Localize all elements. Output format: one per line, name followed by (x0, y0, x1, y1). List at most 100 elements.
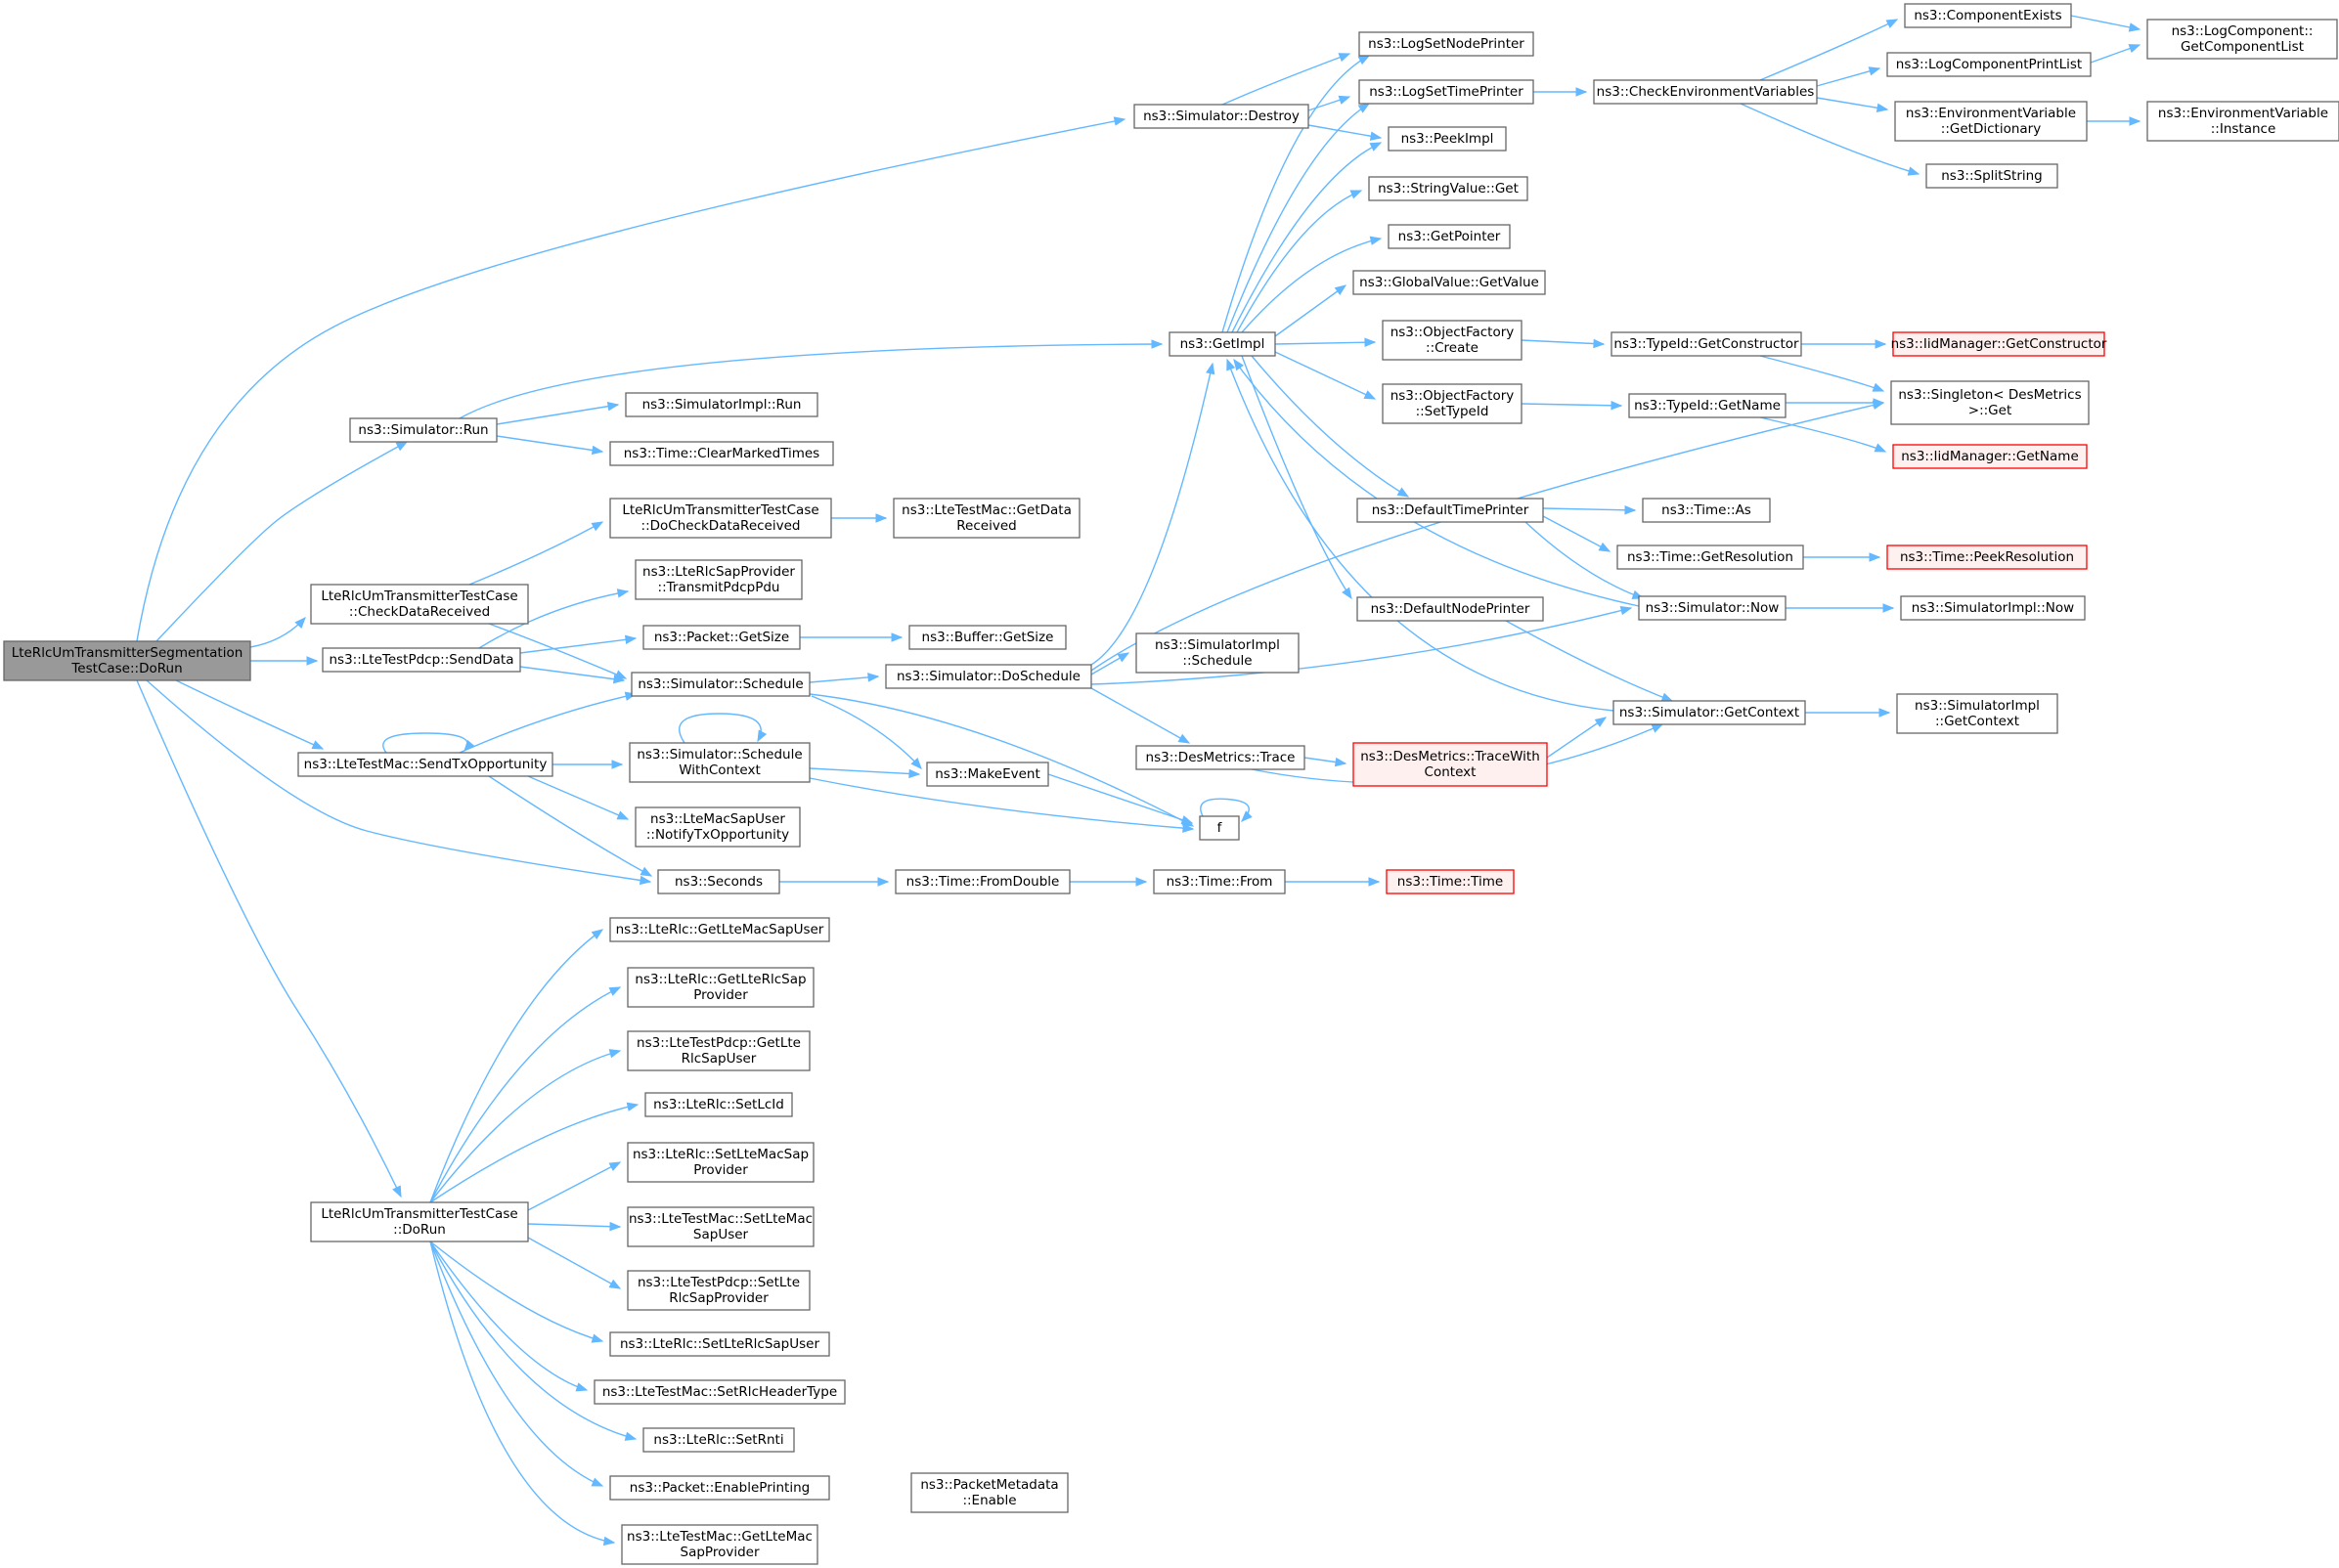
node-checkenv[interactable]: ns3::CheckEnvironmentVariables (1593, 79, 1818, 105)
node-setlcid-label: ns3::LteRlc::SetLcId (653, 1097, 784, 1112)
node-ofcreate[interactable]: ns3::ObjectFactory::Create (1382, 320, 1523, 361)
edge-senddata-to-schedule (519, 666, 626, 684)
node-peekimpl[interactable]: ns3::PeekImpl (1388, 126, 1507, 152)
node-notifytx[interactable]: ns3::LteMacSapUser::NotifyTxOpportunity (635, 806, 801, 848)
node-checkdata[interactable]: LteRlcUmTransmitterTestCase::CheckDataRe… (310, 584, 529, 625)
node-getlterlcsapprov-label: Provider (693, 987, 748, 1003)
node-envinstance-label: ::Instance (2211, 121, 2276, 137)
node-destroy[interactable]: ns3::Simulator::Destroy (1133, 104, 1309, 129)
node-dorun2[interactable]: LteRlcUmTransmitterTestCase::DoRun (310, 1201, 529, 1242)
node-ofcreate-label: ::Create (1426, 340, 1478, 356)
edge-seconds-to-fromdouble (779, 877, 890, 887)
node-clearmarked[interactable]: ns3::Time::ClearMarkedTimes (609, 441, 834, 466)
node-getlterlcsapuser-label: ns3::LteTestPdcp::GetLte (637, 1035, 801, 1051)
node-schedule-box (631, 672, 811, 697)
node-setrlcheader[interactable]: ns3::LteTestMac::SetRlcHeaderType (594, 1379, 846, 1405)
node-enableprinting[interactable]: ns3::Packet::EnablePrinting (609, 1475, 830, 1501)
node-compexists[interactable]: ns3::ComponentExists (1904, 3, 2072, 28)
node-getname[interactable]: ns3::TypeId::GetName (1628, 393, 1787, 418)
node-getcomplist[interactable]: ns3::LogComponent::GetComponentList (2146, 19, 2338, 60)
node-timefrom[interactable]: ns3::Time::From (1153, 869, 1286, 894)
node-getres[interactable]: ns3::Time::GetResolution (1616, 544, 1804, 570)
node-checkdata-box (310, 584, 529, 625)
node-timeas[interactable]: ns3::Time::As (1642, 498, 1771, 523)
node-makeevent[interactable]: ns3::MakeEvent (926, 762, 1049, 787)
node-getltemacsapuser[interactable]: ns3::LteRlc::GetLteMacSapUser (609, 917, 830, 942)
node-envgetdict[interactable]: ns3::EnvironmentVariable::GetDictionary (1894, 101, 2088, 142)
node-implrun[interactable]: ns3::SimulatorImpl::Run (625, 392, 818, 417)
edge-getctor-to-iidgetctor (1801, 339, 1887, 349)
node-getlterlcsapprov-label: ns3::LteRlc::GetLteRlcSap (635, 972, 806, 987)
node-sendtx[interactable]: ns3::LteTestMac::SendTxOpportunity (297, 752, 553, 777)
node-iidgetname-label: ns3::IidManager::GetName (1901, 449, 2079, 464)
node-iidgetname[interactable]: ns3::IidManager::GetName (1892, 444, 2088, 469)
node-transmitpdcp[interactable]: ns3::LteRlcSapProvider::TransmitPdcpPdu (635, 559, 803, 600)
node-docheck-box (609, 498, 832, 539)
node-ofsettype[interactable]: ns3::ObjectFactory::SetTypeId (1382, 383, 1523, 424)
node-schedule[interactable]: ns3::Simulator::Schedule (631, 672, 811, 697)
node-getsize[interactable]: ns3::Packet::GetSize (642, 625, 801, 650)
node-stringget[interactable]: ns3::StringValue::Get (1368, 176, 1528, 201)
node-logsettime[interactable]: ns3::LogSetTimePrinter (1358, 79, 1534, 105)
edge-run-to-clearmarked (496, 435, 604, 456)
node-fromdouble[interactable]: ns3::Time::FromDouble (895, 869, 1071, 894)
node-stringget-label: ns3::StringValue::Get (1378, 181, 1519, 196)
node-implgetctx[interactable]: ns3::SimulatorImpl::GetContext (1896, 693, 2058, 734)
node-iidgetctor[interactable]: ns3::IidManager::GetConstructor (1891, 331, 2107, 357)
node-root[interactable]: LteRlcUmTransmitterSegmentationTestCase:… (3, 640, 251, 681)
node-simnow[interactable]: ns3::Simulator::Now (1638, 595, 1787, 621)
node-timetime[interactable]: ns3::Time::Time (1386, 869, 1515, 894)
node-trace[interactable]: ns3::DesMetrics::Trace (1135, 745, 1305, 770)
node-deftime[interactable]: ns3::DefaultTimePrinter (1356, 498, 1544, 523)
node-docheck[interactable]: LteRlcUmTransmitterTestCase::DoCheckData… (609, 498, 832, 539)
node-buffergetsize[interactable]: ns3::Buffer::GetSize (908, 625, 1067, 650)
node-setrnti[interactable]: ns3::LteRlc::SetRnti (642, 1427, 795, 1453)
node-senddata[interactable]: ns3::LteTestPdcp::SendData (322, 647, 521, 673)
node-setlterlcsapprov-label: ns3::LteTestPdcp::SetLte (638, 1275, 800, 1290)
node-implschedule[interactable]: ns3::SimulatorImpl::Schedule (1135, 632, 1300, 674)
node-seconds[interactable]: ns3::Seconds (657, 869, 780, 894)
node-pmenable[interactable]: ns3::PacketMetadata::Enable (910, 1472, 1069, 1513)
node-doschedule[interactable]: ns3::Simulator::DoSchedule (885, 664, 1092, 689)
node-logcompprint[interactable]: ns3::LogComponentPrintList (1886, 52, 2092, 77)
node-getimpl[interactable]: ns3::GetImpl (1169, 331, 1276, 357)
edge-fromdouble-to-timefrom (1070, 877, 1148, 887)
node-setlterlcsapuser[interactable]: ns3::LteRlc::SetLteRlcSapUser (609, 1331, 830, 1357)
node-defnode[interactable]: ns3::DefaultNodePrinter (1356, 596, 1544, 622)
node-getctor[interactable]: ns3::TypeId::GetConstructor (1611, 331, 1802, 357)
node-implnow[interactable]: ns3::SimulatorImpl::Now (1900, 595, 2086, 621)
edge-checkenv-to-logcompprint (1816, 66, 1881, 87)
edge-doschedule-to-getimpl (1090, 362, 1215, 666)
node-singleton[interactable]: ns3::Singleton< DesMetrics>::Get (1890, 380, 2090, 425)
edge-dorun2-to-getlterlcsapuser (429, 1049, 622, 1203)
edge-tracewithctx-to-getcontext (1546, 717, 1608, 759)
node-getcontext[interactable]: ns3::Simulator::GetContext (1612, 700, 1806, 725)
node-sendtx-label: ns3::LteTestMac::SendTxOpportunity (304, 757, 548, 772)
node-logsetnode[interactable]: ns3::LogSetNodePrinter (1358, 31, 1534, 57)
edge-getimpl-to-ofcreate (1274, 337, 1377, 347)
edge-dorun2-to-getltemacsapuser (429, 929, 604, 1203)
edge-doschedule-to-trace (1090, 687, 1191, 744)
node-clearmarked-box (609, 441, 834, 466)
node-globalget[interactable]: ns3::GlobalValue::GetValue (1352, 270, 1546, 295)
node-f[interactable]: f (1199, 815, 1240, 841)
node-envinstance[interactable]: ns3::EnvironmentVariable::Instance (2146, 101, 2339, 142)
node-globalget-box (1352, 270, 1546, 295)
node-defnode-box (1356, 596, 1544, 622)
node-setlcid[interactable]: ns3::LteRlc::SetLcId (644, 1092, 793, 1117)
node-splitstring[interactable]: ns3::SplitString (1925, 163, 2058, 189)
node-run[interactable]: ns3::Simulator::Run (349, 417, 498, 443)
node-getpointer[interactable]: ns3::GetPointer (1388, 224, 1511, 249)
node-getcontext-label: ns3::Simulator::GetContext (1619, 705, 1799, 720)
node-peekres[interactable]: ns3::Time::PeekResolution (1886, 544, 2088, 570)
node-implgetctx-box (1896, 693, 2058, 734)
